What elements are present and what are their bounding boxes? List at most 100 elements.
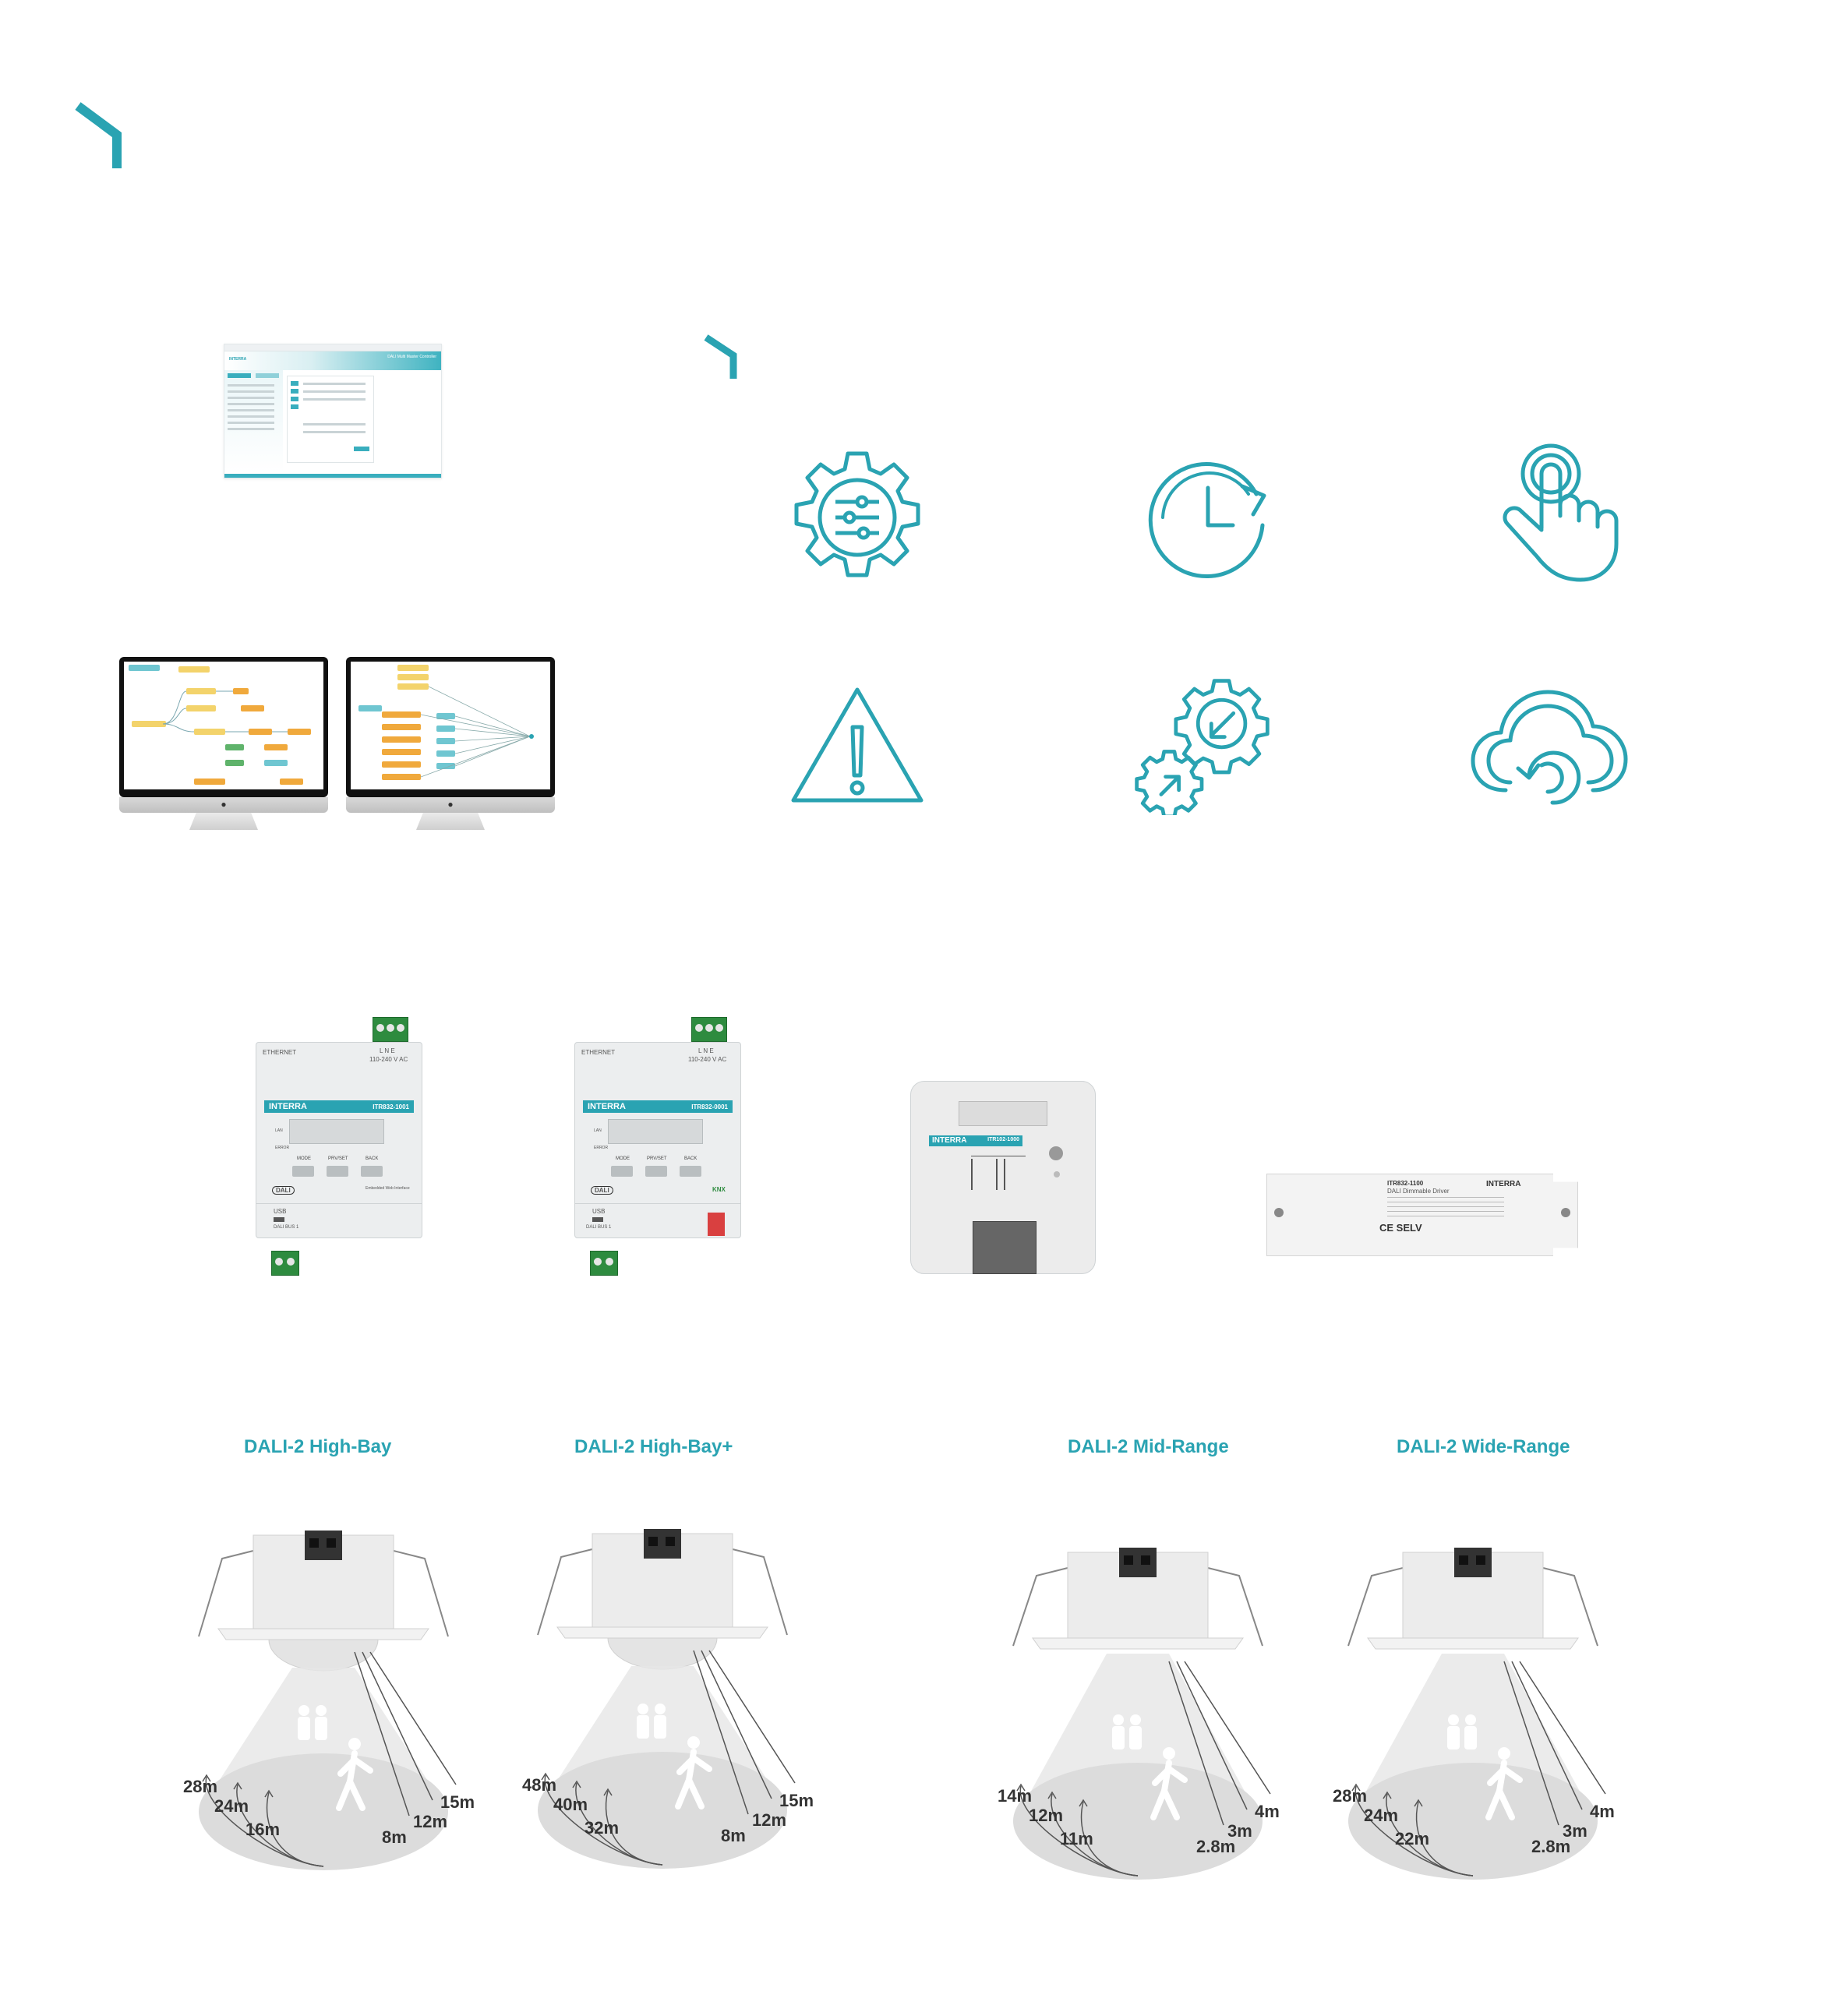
monitor-flow-diagram-1: ● — [119, 657, 328, 830]
range-label-left: 28m — [183, 1777, 218, 1796]
dali-terminal — [271, 1251, 299, 1276]
range-label-left: 22m — [1395, 1829, 1430, 1848]
range-label-right: 4m — [1590, 1802, 1615, 1821]
prv-set-key[interactable] — [645, 1166, 667, 1177]
model-label: ITR102-1000 — [987, 1137, 1019, 1142]
led-error-label: ERROR — [594, 1146, 609, 1150]
power-terminal — [373, 1017, 408, 1042]
range-label-left: 11m — [1060, 1829, 1093, 1848]
range-label-left: 12m — [1029, 1806, 1064, 1825]
program-button[interactable] — [1049, 1146, 1063, 1160]
range-label-right: 8m — [721, 1826, 746, 1845]
range-label-right: 3m — [1563, 1821, 1587, 1841]
back-key[interactable] — [361, 1166, 383, 1177]
usb-label: USB — [274, 1208, 287, 1215]
brand-label: INTERRA — [269, 1102, 307, 1111]
sensor-title-high-bay: DALI-2 High-Bay — [244, 1436, 392, 1457]
power-pins-label: L N E — [698, 1047, 714, 1054]
brand-label: INTERRA — [588, 1102, 626, 1111]
range-label-right: 8m — [382, 1827, 407, 1847]
mount-hole-right — [1561, 1208, 1570, 1217]
range-label-right: 12m — [752, 1810, 787, 1830]
webui-title: DALI Multi Master Controller — [387, 355, 436, 359]
prv-set-key-label: PRV/SET — [647, 1156, 667, 1161]
prv-set-key[interactable] — [327, 1166, 348, 1177]
apple-logo-icon: ● — [447, 799, 454, 810]
led-lan-label: LAN — [594, 1128, 602, 1133]
knx-logo: KNX — [712, 1186, 726, 1193]
spec-text-lines — [1387, 1197, 1504, 1217]
range-label-right: 4m — [1255, 1802, 1280, 1821]
range-label-right: 3m — [1227, 1821, 1252, 1841]
browser-bar — [224, 344, 441, 351]
sensor-title-wide-range: DALI-2 Wide-Range — [1397, 1436, 1570, 1457]
back-key-label: BACK — [366, 1156, 379, 1161]
range-label-left: 40m — [553, 1795, 588, 1814]
range-label-right: 2.8m — [1196, 1837, 1236, 1856]
back-key-label: BACK — [684, 1156, 698, 1161]
corner-accent-top-left — [74, 100, 125, 170]
settings-sliders-gear-icon — [787, 447, 927, 588]
driver-subtitle: DALI Dimmable Driver — [1387, 1188, 1450, 1195]
range-label-right: 12m — [413, 1812, 448, 1831]
warning-triangle-icon — [787, 682, 927, 822]
power-terminal — [691, 1017, 727, 1042]
dali-driver-itr832-1100: ITR832-1100 INTERRA DALI Dimmable Driver… — [1266, 1174, 1578, 1256]
led-lan-label: LAN — [275, 1128, 283, 1133]
range-label-left: 14m — [998, 1786, 1033, 1806]
webui-panel — [287, 376, 374, 463]
mode-key-label: MODE — [297, 1156, 311, 1161]
controller-itr832-0001: ETHERNET L N E 110-240 V AC INTERRA ITR8… — [574, 1017, 741, 1276]
model-label: ITR832-1001 — [373, 1103, 409, 1110]
power-pins-label: L N E — [380, 1047, 395, 1054]
terminal-block — [959, 1101, 1047, 1126]
brand-label: INTERRA — [1486, 1180, 1521, 1188]
web-interface-label: Embedded Web Interface — [366, 1186, 410, 1191]
dali-logo: DALI — [272, 1186, 295, 1195]
range-label-left: 24m — [214, 1796, 249, 1816]
led-error-label: ERROR — [275, 1146, 290, 1150]
sensor-illustration — [1012, 1548, 1271, 1880]
web-interface-screenshot: INTERRA DALI Multi Master Controller — [224, 344, 442, 478]
controller-itr832-1001: ETHERNET L N E 110-240 V AC INTERRA ITR8… — [256, 1017, 422, 1276]
sensor-title-high-bay-plus: DALI-2 High-Bay+ — [574, 1436, 733, 1457]
dali-logo: DALI — [591, 1186, 613, 1195]
sensor-title-mid-range: DALI-2 Mid-Range — [1068, 1436, 1229, 1457]
range-label-right: 15m — [440, 1792, 475, 1812]
mode-key[interactable] — [611, 1166, 633, 1177]
brand-bar: INTERRA ITR832-0001 — [583, 1100, 733, 1113]
sensor-illustration — [537, 1529, 796, 1869]
mount-hole-left — [1274, 1208, 1284, 1217]
brand-bar: INTERRA ITR102-1000 — [929, 1135, 1022, 1146]
cloud-sync-icon — [1467, 681, 1630, 821]
ethernet-label: ETHERNET — [263, 1049, 297, 1056]
mode-key[interactable] — [292, 1166, 314, 1177]
monitor-flow-diagram-2: ● — [346, 657, 555, 830]
lcd-display — [608, 1119, 703, 1144]
knx-connector — [708, 1213, 725, 1236]
bus-connector — [973, 1221, 1037, 1274]
power-spec-label: 110-240 V AC — [369, 1056, 408, 1063]
usb-label: USB — [592, 1208, 606, 1215]
webui-header: INTERRA DALI Multi Master Controller — [224, 351, 441, 370]
gears-arrows-icon — [1132, 675, 1272, 819]
ethernet-label: ETHERNET — [581, 1049, 616, 1056]
back-key[interactable] — [680, 1166, 701, 1177]
ce-selv-marks: CE SELV — [1379, 1222, 1422, 1234]
usb-port[interactable] — [274, 1217, 284, 1222]
range-label-left: 28m — [1333, 1786, 1368, 1806]
power-spec-label: 110-240 V AC — [688, 1056, 727, 1063]
sensor-illustration — [1347, 1548, 1606, 1880]
model-label: ITR832-1100 — [1387, 1180, 1424, 1187]
brand-label: INTERRA — [932, 1136, 967, 1145]
mode-key-label: MODE — [616, 1156, 630, 1161]
range-label-left: 32m — [584, 1818, 620, 1838]
range-label-right: 2.8m — [1531, 1837, 1571, 1856]
webui-footer — [224, 474, 441, 478]
flush-module-itr102-1000: CE INTERRA ITR102-1000 — [910, 1081, 1096, 1274]
usb-port[interactable] — [592, 1217, 603, 1222]
range-label-left: 16m — [245, 1820, 281, 1839]
corner-accent-middle — [704, 334, 739, 380]
dali-bus-label: DALI BUS 1 — [274, 1225, 299, 1230]
range-label-left: 24m — [1364, 1806, 1399, 1825]
